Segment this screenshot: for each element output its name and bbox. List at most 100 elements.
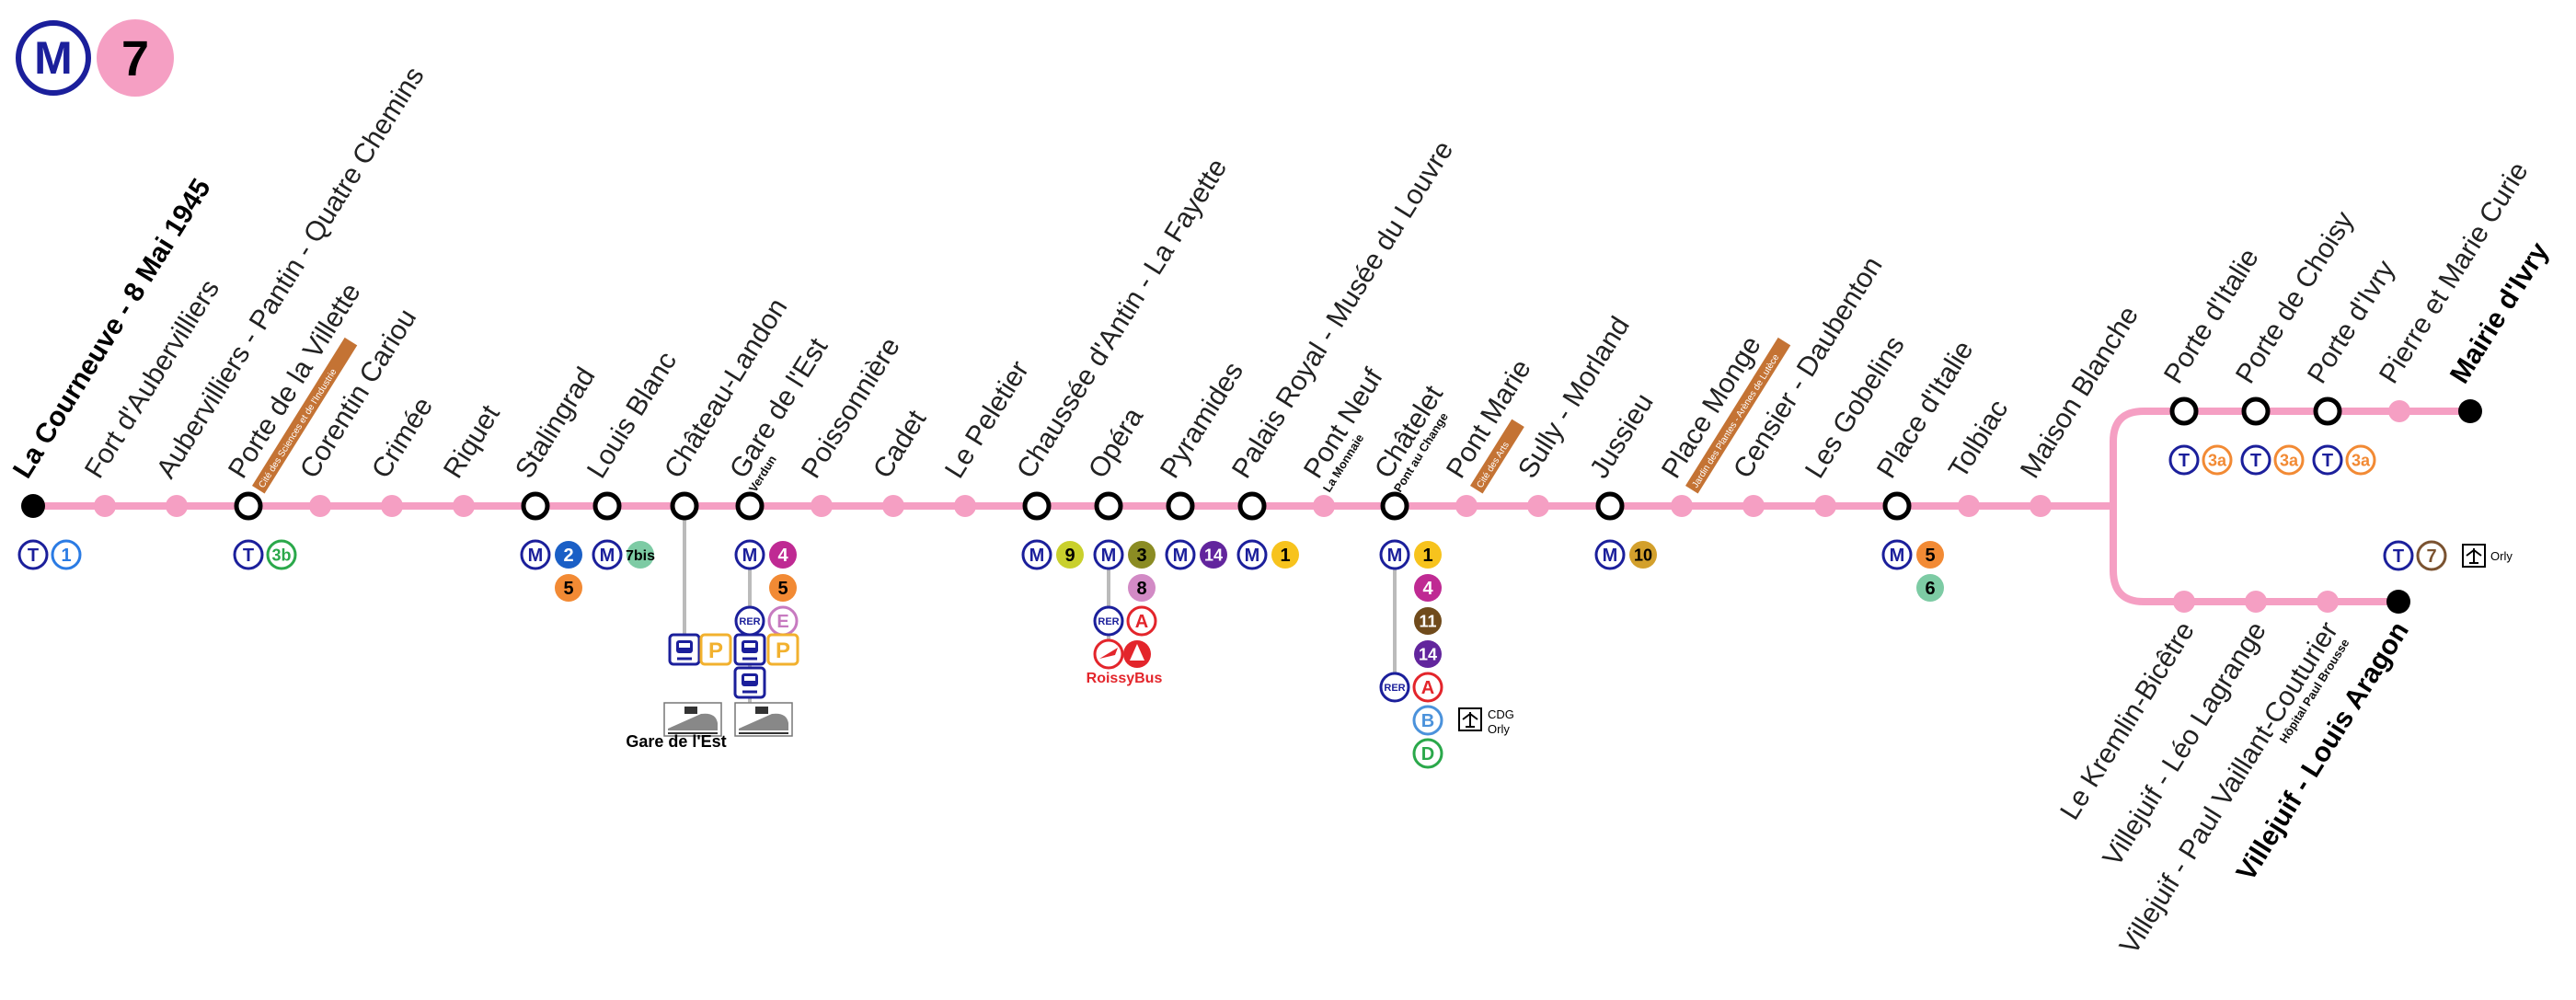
branch-ivry-track <box>2110 408 2470 506</box>
station-marker <box>2245 591 2267 613</box>
correspondence-label: 11 <box>1419 612 1436 630</box>
tgv-icon <box>663 702 722 737</box>
parking-icon: P <box>766 633 799 666</box>
correspondence-t-badge: T <box>2168 444 2200 476</box>
correspondence-3-badge: 3 <box>1128 541 1156 569</box>
station-marker <box>1527 495 1549 517</box>
correspondence-5-badge: 5 <box>555 574 582 602</box>
correspondence-7bis-badge: 7bis <box>626 541 655 569</box>
correspondence-t-badge: T <box>2240 444 2271 476</box>
correspondence-label: 8 <box>1136 579 1146 599</box>
correspondence-label: A <box>1421 678 1434 698</box>
orly-label: Orly <box>2490 549 2513 563</box>
correspondence-14-badge: 14 <box>1200 541 1227 569</box>
correspondence-label: 7 <box>2426 546 2436 567</box>
correspondence-label: T <box>2393 546 2404 567</box>
station-marker <box>2173 591 2195 613</box>
terminus-marker <box>2458 399 2482 423</box>
correspondence-e-badge: E <box>767 605 799 637</box>
correspondence-4-badge: 4 <box>769 541 797 569</box>
correspondence-label: M <box>1603 546 1618 566</box>
correspondence-label: 14 <box>1419 645 1437 663</box>
correspondence-label: T <box>2250 451 2261 471</box>
correspondence-label: E <box>776 612 788 632</box>
correspondence-3b-badge: 3b <box>266 539 297 570</box>
correspondence-label: T <box>2322 451 2333 471</box>
station-marker <box>2388 400 2410 422</box>
svg-text:P: P <box>708 638 723 663</box>
station-name: Crimée <box>366 392 439 483</box>
terminus-marker <box>21 494 45 518</box>
correspondence-label: M <box>1387 546 1403 566</box>
correspondence-10-badge: 10 <box>1629 541 1657 569</box>
station-riquet[interactable]: Riquet <box>438 399 506 517</box>
correspondence-label: 7bis <box>626 548 655 564</box>
correspondence-2-badge: 2 <box>555 541 582 569</box>
correspondence-label: RER <box>1384 683 1405 694</box>
correspondence-7-badge: 7 <box>2416 540 2447 571</box>
correspondence-label: A <box>1135 612 1148 632</box>
station-name: Fort d'Aubervilliers <box>79 274 225 483</box>
line-track <box>33 408 2470 605</box>
correspondence-11-badge: 11 <box>1414 607 1442 635</box>
station-name: Cadet <box>868 405 933 484</box>
train-icon <box>733 666 766 699</box>
correspondence-a-badge: A <box>1412 672 1443 703</box>
correspondence-label: 3a <box>2280 451 2299 469</box>
correspondence-label: 4 <box>777 546 788 566</box>
correspondence-label: 5 <box>563 579 573 599</box>
correspondence-m-badge: M <box>1236 539 1268 570</box>
correspondence-label: M <box>600 546 615 566</box>
correspondence-label: 4 <box>1422 579 1433 599</box>
correspondence-m-badge: M <box>1165 539 1196 570</box>
station-name: Opéra <box>1083 402 1149 483</box>
correspondence-label: 1 <box>1422 546 1432 566</box>
correspondence-label: M <box>1245 546 1260 566</box>
correspondence-m-badge: M <box>1881 539 1913 570</box>
correspondence-9-badge: 9 <box>1056 541 1084 569</box>
station-le-kremlin-bicetre[interactable]: Le Kremlin-Bicêtre <box>2054 591 2201 825</box>
correspondence-a-badge: A <box>1126 605 1157 637</box>
terminus-marker <box>2386 590 2410 614</box>
transfer-station-marker <box>2241 397 2271 426</box>
correspondence-label: 3b <box>271 546 291 564</box>
tgv-icon <box>734 702 793 737</box>
station-maison-blanche[interactable]: Maison Blanche <box>2015 301 2145 517</box>
correspondence-1-badge: 1 <box>1414 541 1442 569</box>
parking-icon: P <box>699 633 732 666</box>
correspondence-m-badge: M <box>520 539 551 570</box>
station-cadet[interactable]: Cadet <box>868 405 933 517</box>
transfer-station-marker <box>1380 491 1409 521</box>
station-marker <box>954 495 976 517</box>
correspondence-5-badge: 5 <box>769 574 797 602</box>
correspondence-label: 10 <box>1634 546 1652 564</box>
correspondence-4-badge: 4 <box>1414 574 1442 602</box>
station-le-peletier[interactable]: Le Peletier <box>939 356 1035 517</box>
correspondence-label: 5 <box>777 579 788 599</box>
correspondence-label: M <box>528 546 544 566</box>
correspondence-rer-badge: RER <box>1379 672 1410 703</box>
station-marker <box>1671 495 1693 517</box>
metro-logo-icon: M <box>16 20 91 96</box>
station-name: Le Kremlin-Bicêtre <box>2054 616 2201 825</box>
correspondence-label: T <box>28 546 39 566</box>
correspondence-m-badge: M <box>592 539 623 570</box>
correspondence-rer-badge: RER <box>1093 605 1124 637</box>
correspondence-label: 2 <box>563 546 573 566</box>
correspondence-label: M <box>742 546 758 566</box>
header: M 7 <box>16 19 174 97</box>
station-name: Jussieu <box>1584 388 1660 484</box>
correspondence-t-badge: T <box>233 539 264 570</box>
correspondence-label: T <box>2179 451 2190 471</box>
correspondence-label: D <box>1421 744 1434 764</box>
station-tolbiac[interactable]: Tolbiac <box>1943 395 2014 517</box>
transfer-station-marker <box>670 491 699 521</box>
station-crimee[interactable]: Crimée <box>366 392 439 517</box>
station-name: Maison Blanche <box>2015 301 2145 484</box>
correspondence-d-badge: D <box>1412 738 1443 769</box>
